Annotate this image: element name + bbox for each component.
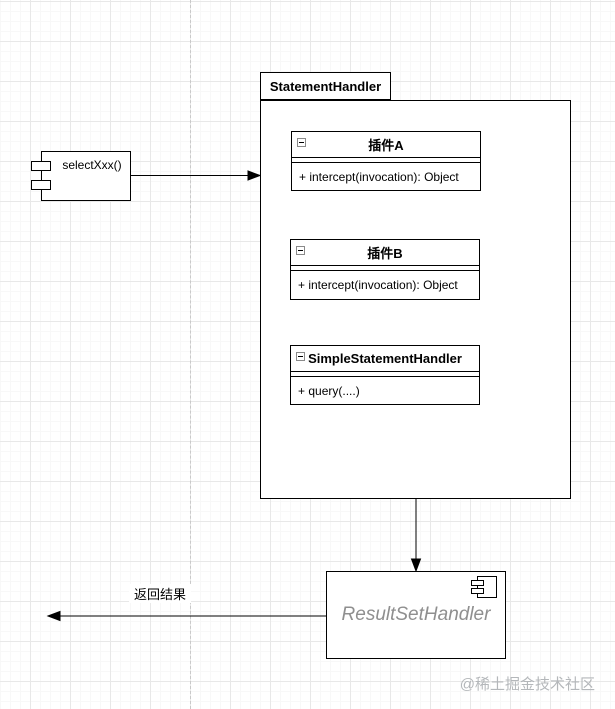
arrowhead-right-icon [247, 170, 262, 181]
watermark-text: @稀土掘金技术社区 [459, 676, 595, 693]
class-title: SimpleStatementHandler [308, 351, 462, 366]
class-compartment-separator [291, 266, 479, 271]
class-plugin-b-title-row: 插件B [291, 240, 479, 266]
component-selectxxx: selectXxx() [31, 151, 131, 201]
collapse-minus-icon [297, 138, 306, 147]
component-port-icon [471, 580, 484, 586]
class-plugin-a: 插件A + intercept(invocation): Object [291, 131, 481, 191]
collapse-minus-icon [296, 352, 305, 361]
arrowhead-left-icon [46, 610, 61, 622]
class-plugin-b: 插件B + intercept(invocation): Object [290, 239, 480, 300]
component-resultsethandler: ResultSetHandler [326, 571, 506, 659]
arrowhead-down-icon [410, 558, 422, 573]
class-method: + intercept(invocation): Object [299, 169, 459, 184]
frame-statementhandler-tab: StatementHandler [260, 72, 391, 100]
class-title: 插件A [368, 138, 404, 153]
frame-title: StatementHandler [269, 78, 382, 94]
class-compartment-separator [292, 158, 480, 163]
class-method: + intercept(invocation): Object [298, 278, 458, 292]
component-port-icon [31, 161, 51, 171]
component-selectxxx-label: selectXxx() [62, 158, 122, 172]
class-simplestatementhandler: SimpleStatementHandler + query(....) [290, 345, 480, 405]
class-plugin-a-title-row: 插件A [292, 132, 480, 158]
class-method: + query(....) [298, 383, 360, 398]
uml-component-icon [471, 576, 497, 598]
component-port-icon [31, 180, 51, 190]
class-compartment-separator [291, 372, 479, 377]
page-boundary-dashed-line [190, 0, 191, 709]
edge-label-return-result: 返回结果 [129, 584, 191, 603]
collapse-minus-icon [296, 246, 305, 255]
component-resultsethandler-label: ResultSetHandler [341, 604, 491, 625]
component-port-icon [471, 588, 484, 594]
class-title: 插件B [367, 246, 403, 261]
class-simplestatementhandler-title-row: SimpleStatementHandler [291, 346, 479, 372]
